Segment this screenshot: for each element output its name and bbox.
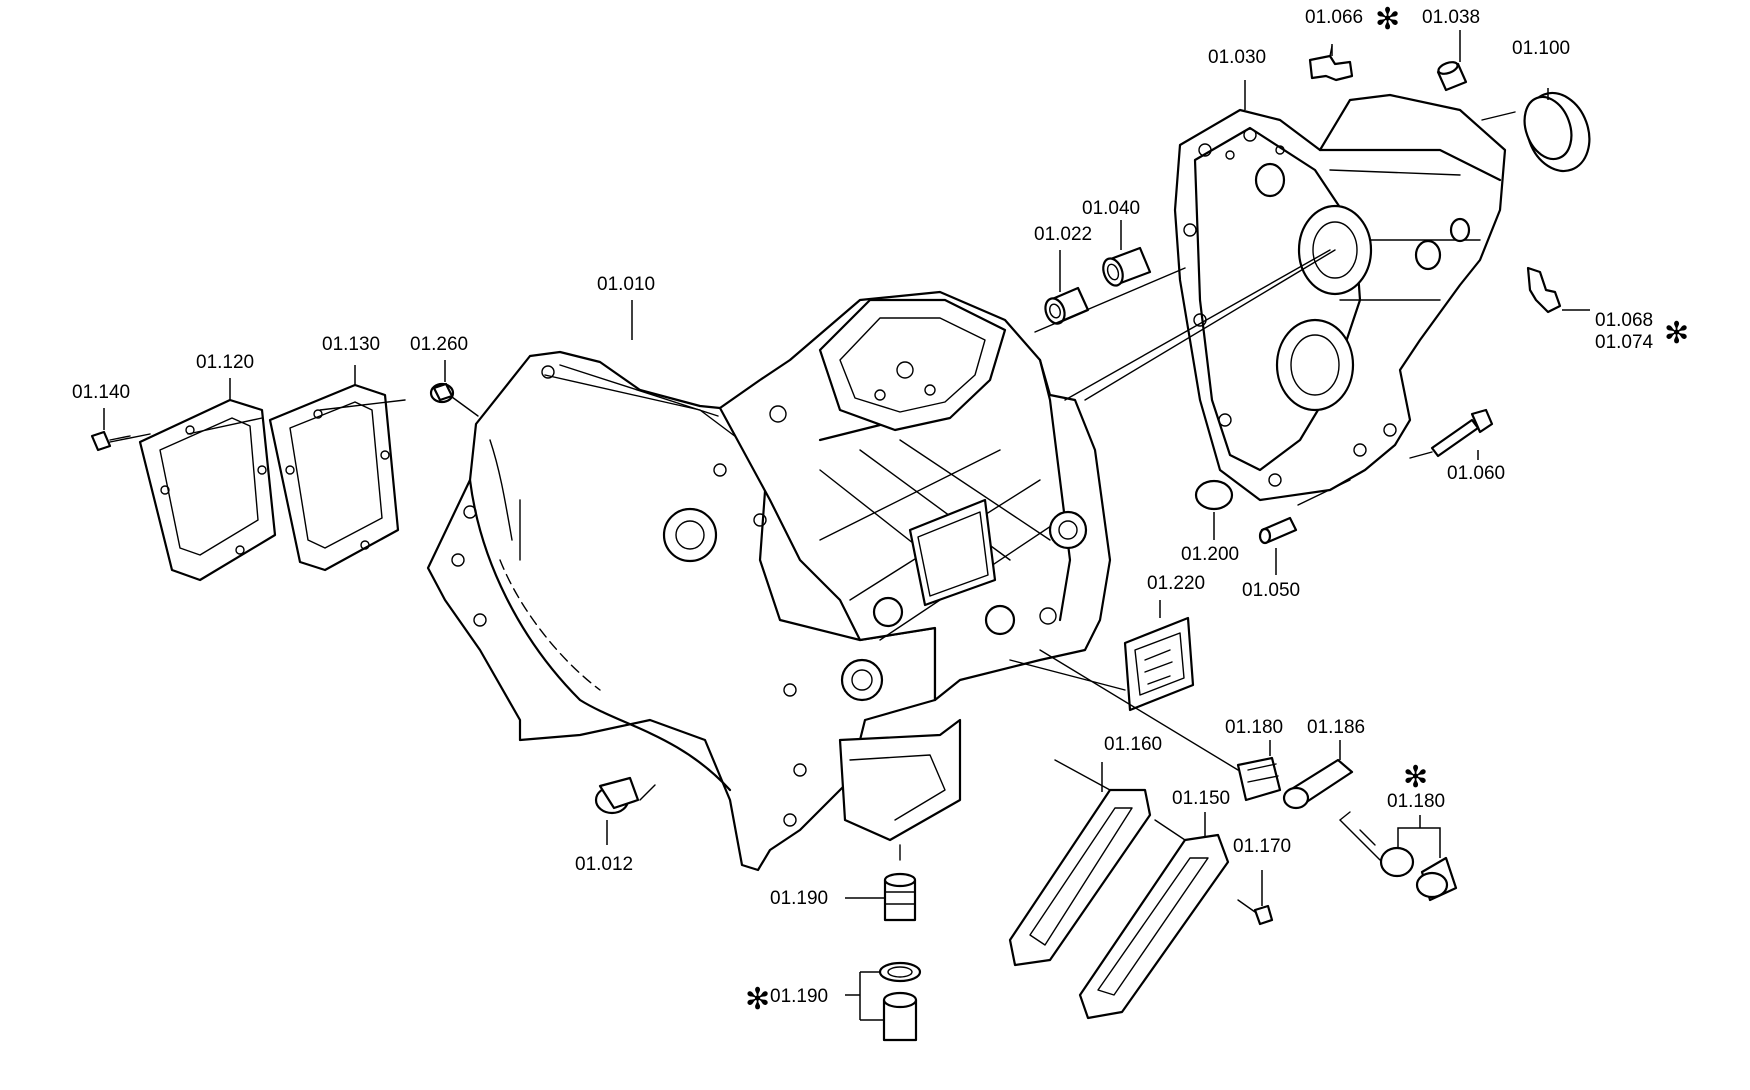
filler-plug-right [1379, 846, 1458, 902]
cover-gasket [268, 383, 400, 572]
label-01-030: 01.030 [1208, 47, 1266, 68]
identification-plate [1123, 616, 1195, 712]
long-bolt [1430, 408, 1494, 458]
label-01-010: 01.010 [597, 274, 655, 295]
label-01-068: 01.068 [1595, 310, 1653, 331]
label-01-220: 01.220 [1147, 573, 1205, 594]
seal-ring [1523, 91, 1591, 173]
dowel-pin [1258, 516, 1298, 545]
label-01-190: 01.190 [770, 888, 828, 909]
bushing [1044, 286, 1090, 325]
label-01-130: 01.130 [322, 334, 380, 355]
label-01-050: 01.050 [1242, 580, 1300, 601]
label-01-140: 01.140 [72, 382, 130, 403]
label-01-180: 01.180 [1225, 717, 1283, 738]
label-01-180-right: 01.180 [1387, 791, 1445, 812]
label-01-022: 01.022 [1034, 224, 1092, 245]
label-01-170: 01.170 [1233, 836, 1291, 857]
label-01-066: 01.066 [1305, 7, 1363, 28]
asterisk-marker-icon: ✻ [745, 982, 770, 1017]
dowel-pin-top [1436, 61, 1468, 92]
asterisk-marker-icon: ✻ [1664, 316, 1689, 351]
small-screw [90, 430, 131, 452]
cover-plate [138, 398, 277, 582]
label-01-100: 01.100 [1512, 38, 1570, 59]
asterisk-marker-icon: ✻ [1403, 760, 1428, 795]
key-part [1526, 266, 1562, 314]
main-housing [426, 290, 1112, 872]
label-01-150: 01.150 [1172, 788, 1230, 809]
drain-plug-lower [878, 961, 922, 1042]
cover-screw [1237, 899, 1274, 926]
filler-plug-center [1236, 756, 1282, 802]
label-01-160: 01.160 [1104, 734, 1162, 755]
drain-plug-upper [883, 872, 917, 922]
label-01-038: 01.038 [1422, 7, 1480, 28]
cap-part [429, 382, 455, 404]
asterisk-marker-icon: ✻ [1375, 2, 1400, 37]
plug-disk [1194, 479, 1234, 511]
label-01-012: 01.012 [575, 854, 633, 875]
bracket-part [1308, 45, 1354, 82]
label-01-186: 01.186 [1307, 717, 1365, 738]
label-01-200: 01.200 [1181, 544, 1239, 565]
label-01-040: 01.040 [1082, 198, 1140, 219]
breather-plug [594, 776, 640, 815]
label-01-260: 01.260 [410, 334, 468, 355]
label-01-120: 01.120 [196, 352, 254, 373]
leader-lines [103, 30, 1590, 1021]
label-01-074: 01.074 [1595, 332, 1654, 353]
label-01-060: 01.060 [1447, 463, 1505, 484]
label-01-190-lower: 01.190 [770, 986, 828, 1007]
lock-washer [1282, 758, 1354, 810]
bearing-sleeve [1102, 246, 1152, 287]
